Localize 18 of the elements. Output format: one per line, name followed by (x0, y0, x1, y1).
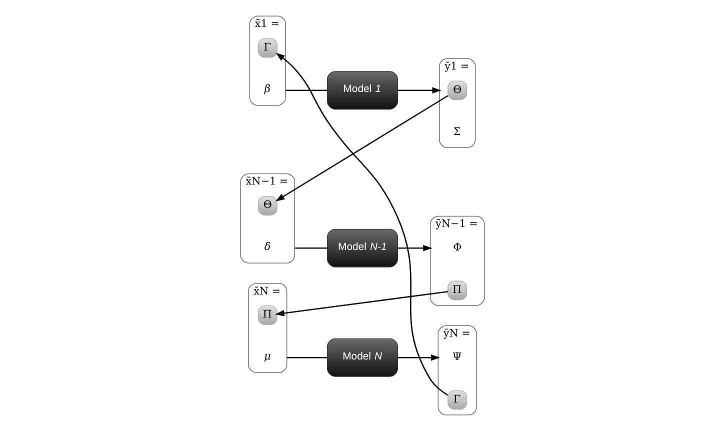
connector (294, 247, 327, 249)
node-box: Model 1 (326, 71, 398, 110)
arrow (397, 244, 432, 252)
node-text: μ (264, 350, 270, 362)
node-text: Ψ (452, 351, 462, 364)
node-text: δ (264, 240, 270, 253)
node-text: Σ (452, 126, 460, 138)
node-text: β (264, 83, 270, 96)
arrow (275, 52, 448, 396)
node-text: Φ (452, 242, 462, 254)
node-box: Model N-1 (326, 228, 398, 268)
connector (285, 90, 327, 91)
arrow (397, 354, 440, 361)
arrow (397, 87, 441, 94)
connector (286, 356, 327, 358)
arrow (274, 290, 448, 316)
arrow (274, 95, 448, 202)
node-box: Model N (326, 338, 398, 377)
